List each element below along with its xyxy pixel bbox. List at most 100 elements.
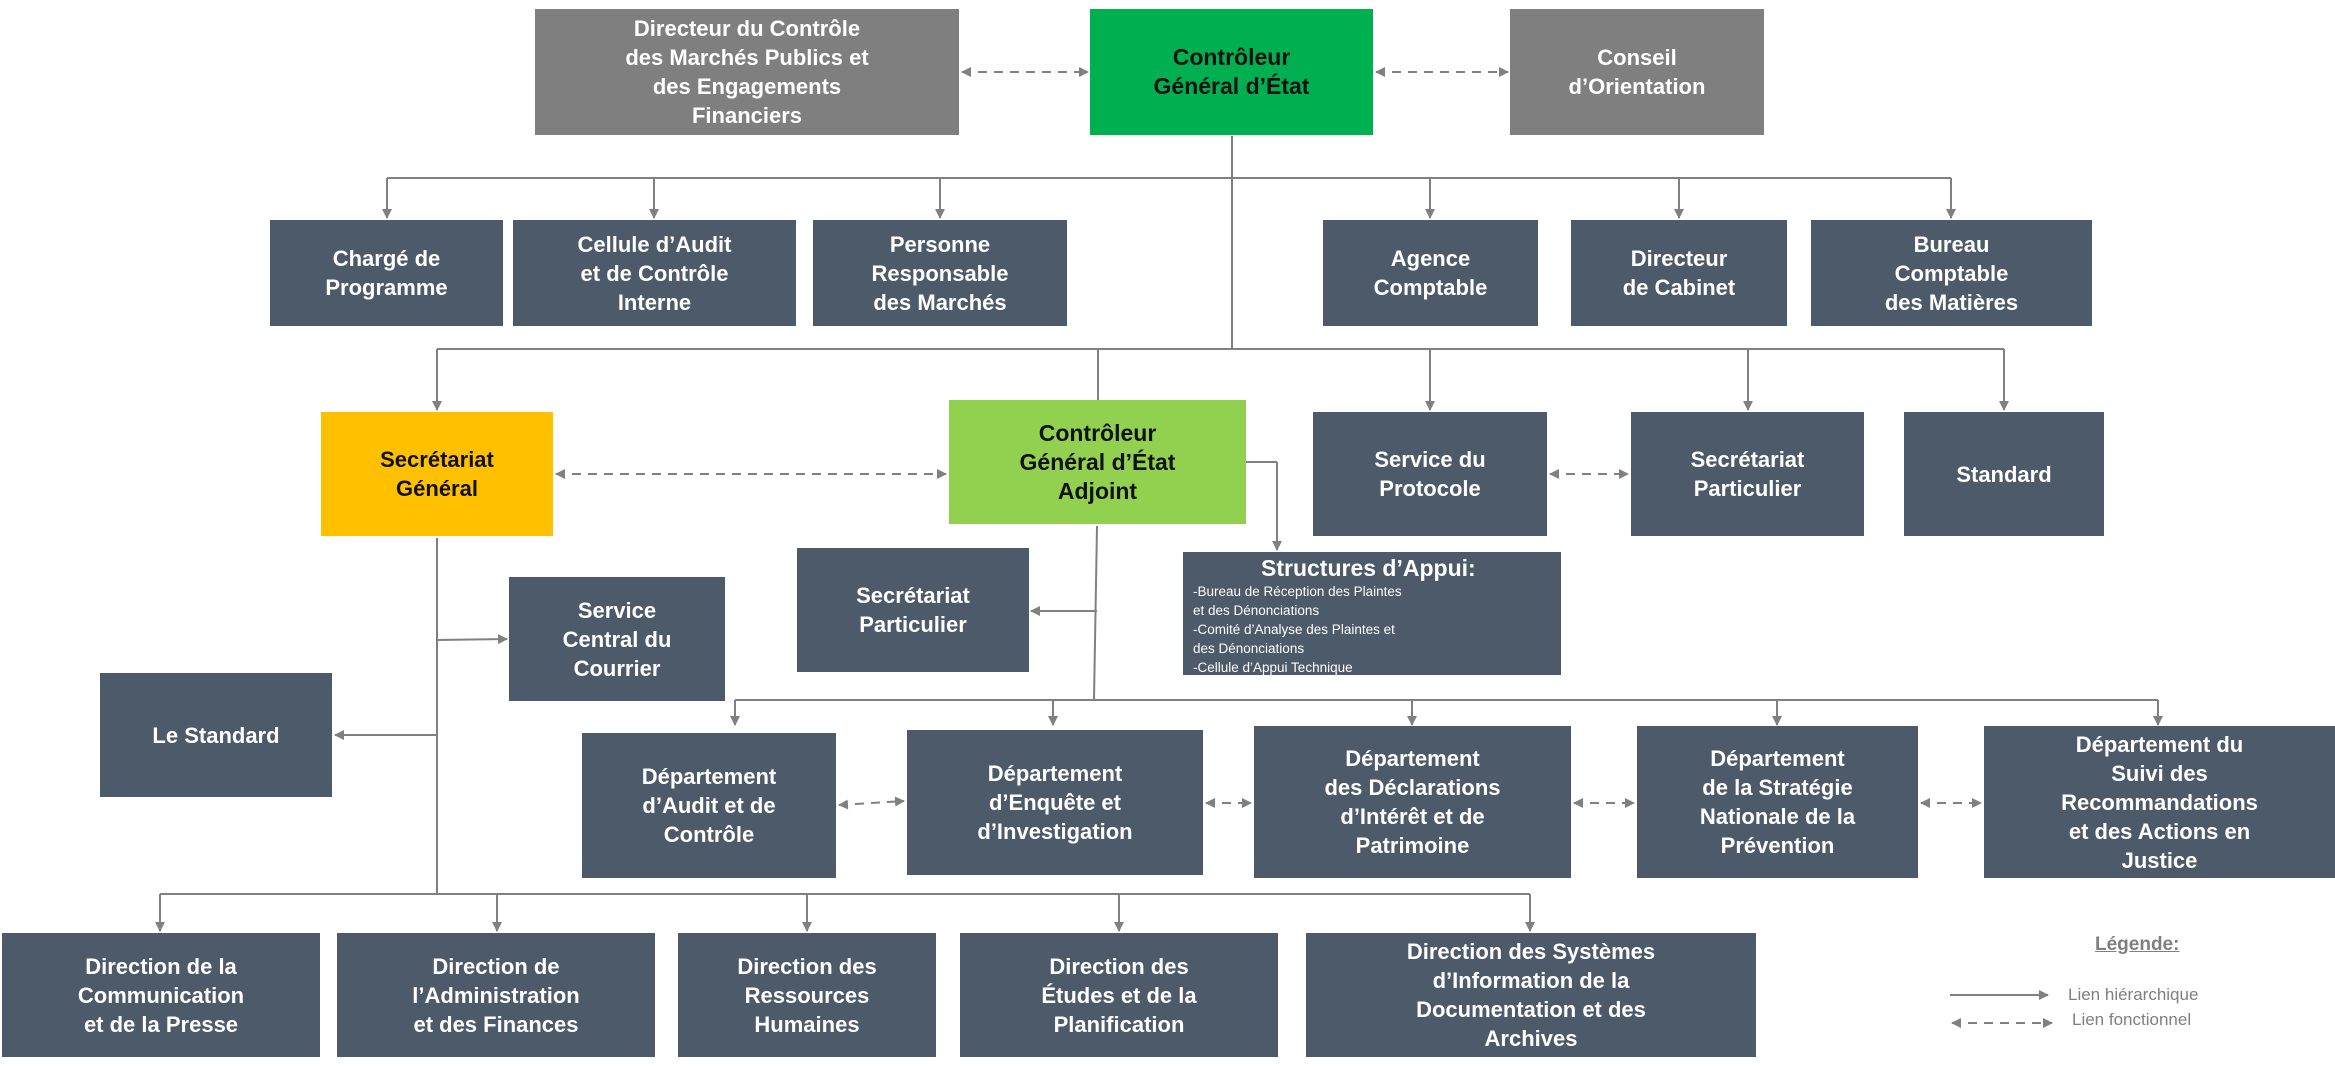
node-label-line: Justice bbox=[2121, 847, 2198, 873]
node-structures-appui: Structures d’Appui: -Bureau de Réception… bbox=[1183, 552, 1561, 675]
functional-link bbox=[838, 796, 905, 810]
structures-appui-item: et des Dénonciations bbox=[1193, 603, 1320, 618]
node-label-line: Direction des bbox=[737, 953, 877, 979]
node-label-line: Service du bbox=[1374, 447, 1486, 472]
node-label-line: et des Actions en bbox=[2068, 818, 2251, 844]
node-label-line: Standard bbox=[1956, 461, 2052, 487]
legend-functional-label: Lien fonctionnel bbox=[2072, 1010, 2192, 1029]
node-label-line: Contrôle bbox=[663, 822, 755, 847]
legend-hierarchical-label: Lien hiérarchique bbox=[2068, 985, 2199, 1004]
node-label-line: Directeur du Contrôle bbox=[633, 16, 861, 41]
node-label-line: Documentation et des bbox=[1416, 997, 1646, 1022]
node-label-line: des Engagements bbox=[652, 74, 842, 99]
node-label-line: Financiers bbox=[691, 103, 803, 128]
structures-appui-list: -Bureau de Réception des Plaintes et des … bbox=[1193, 582, 1551, 677]
node-label-line: de la Stratégie bbox=[1702, 775, 1853, 800]
node-label-line: des Marchés bbox=[873, 289, 1007, 315]
node-label-line: Adjoint bbox=[1057, 477, 1138, 504]
node-label-line: Courrier bbox=[573, 655, 661, 681]
node-dept-enquete: Département d’Enquête et d’Investigation bbox=[907, 730, 1203, 875]
node-label-line: l’Administration bbox=[412, 982, 580, 1008]
node-label-line: des Déclarations bbox=[1324, 775, 1501, 800]
structures-appui-item: -Cellule d’Appui Technique bbox=[1193, 660, 1353, 675]
node-label-line: d’Enquête et bbox=[988, 790, 1121, 815]
node-label-line: Central du bbox=[562, 626, 672, 652]
legend-title: Légende: bbox=[2095, 934, 2180, 955]
node-label-line: Département bbox=[1345, 746, 1480, 771]
node-label-line: Département bbox=[641, 764, 777, 789]
node-label-line: Recommandations bbox=[2061, 789, 2258, 815]
structures-appui-item: -Bureau de Réception des Plaintes bbox=[1193, 584, 1402, 599]
node-label-line: Direction des bbox=[1049, 953, 1189, 979]
node-label-line: d’Orientation bbox=[1568, 74, 1706, 99]
node-label-line: Bureau bbox=[1913, 231, 1990, 257]
node-label-line: Suivi des bbox=[2111, 760, 2208, 786]
node-label-line: Direction des Systèmes bbox=[1406, 939, 1656, 964]
node-label-line: Communication bbox=[77, 982, 245, 1008]
node-conseil-orientation: Conseil d’Orientation bbox=[1510, 9, 1764, 135]
node-label-line: Responsable bbox=[871, 260, 1009, 286]
node-label-line: Général d’État bbox=[1153, 73, 1310, 99]
node-standard: Standard bbox=[1904, 412, 2104, 536]
node-label-line: Nationale de la bbox=[1699, 804, 1856, 829]
node-label-line: Contrôleur bbox=[1172, 44, 1291, 70]
node-label-line: Prévention bbox=[1720, 833, 1835, 858]
node-label-line: Archives bbox=[1484, 1026, 1578, 1051]
node-label-line: Planification bbox=[1053, 1011, 1185, 1037]
node-dept-audit: Département d’Audit et de Contrôle bbox=[582, 733, 836, 878]
node-label-line: Directeur bbox=[1630, 246, 1728, 271]
node-label-line: Le Standard bbox=[152, 722, 280, 748]
node-label-line: Conseil bbox=[1597, 45, 1677, 70]
node-label-line: et de la Presse bbox=[83, 1011, 239, 1037]
node-label-line: Comptable bbox=[1894, 260, 2009, 286]
node-le-standard: Le Standard bbox=[100, 673, 332, 797]
node-label-line: et de Contrôle bbox=[580, 260, 729, 286]
node-label-line: Chargé de bbox=[332, 246, 441, 271]
node-label-line: Service bbox=[577, 597, 657, 623]
node-label-line: Interne bbox=[617, 289, 692, 315]
node-label-line: Secrétariat bbox=[1690, 447, 1805, 472]
node-label-line: Direction de bbox=[432, 953, 560, 979]
node-label-line: Humaines bbox=[754, 1011, 860, 1037]
node-label-line: Cellule d’Audit bbox=[577, 231, 732, 257]
node-label-line: Secrétariat bbox=[856, 583, 970, 608]
node-directeur-cabinet: Directeur de Cabinet bbox=[1571, 220, 1787, 326]
node-label-line: d’Investigation bbox=[977, 819, 1133, 844]
node-label-line: Secrétariat bbox=[380, 447, 494, 472]
node-label-line: Personne bbox=[889, 231, 991, 257]
node-label-line: Département bbox=[1710, 746, 1845, 771]
node-label-line: d’Intérêt et de bbox=[1340, 804, 1485, 829]
node-label-line: Département du bbox=[2075, 731, 2244, 757]
node-label-line: Particulier bbox=[859, 612, 967, 637]
node-label-line: des Matières bbox=[1884, 289, 2019, 315]
node-label-line: Comptable bbox=[1373, 275, 1488, 300]
node-dept-declarations: Département des Déclarations d’Intérêt et … bbox=[1254, 726, 1571, 878]
node-label-line: Département bbox=[987, 761, 1123, 786]
node-label-line: Général d’État bbox=[1019, 448, 1176, 475]
structures-appui-item: -Comité d’Analyse des Plaintes et bbox=[1193, 622, 1395, 637]
node-label-line: Agence bbox=[1390, 246, 1471, 271]
node-label-line: Programme bbox=[325, 275, 448, 300]
node-label-line: d’Audit et de bbox=[642, 793, 776, 818]
node-label-line: de Cabinet bbox=[1622, 275, 1736, 300]
hierarchy-trunk bbox=[1093, 525, 1098, 701]
node-label-line: Patrimoine bbox=[1355, 833, 1470, 858]
node-label-line: Protocole bbox=[1379, 476, 1481, 501]
structures-appui-item: des Dénonciations bbox=[1193, 641, 1305, 656]
node-label-line: Ressources bbox=[744, 982, 870, 1008]
node-service-protocole: Service du Protocole bbox=[1313, 412, 1547, 536]
